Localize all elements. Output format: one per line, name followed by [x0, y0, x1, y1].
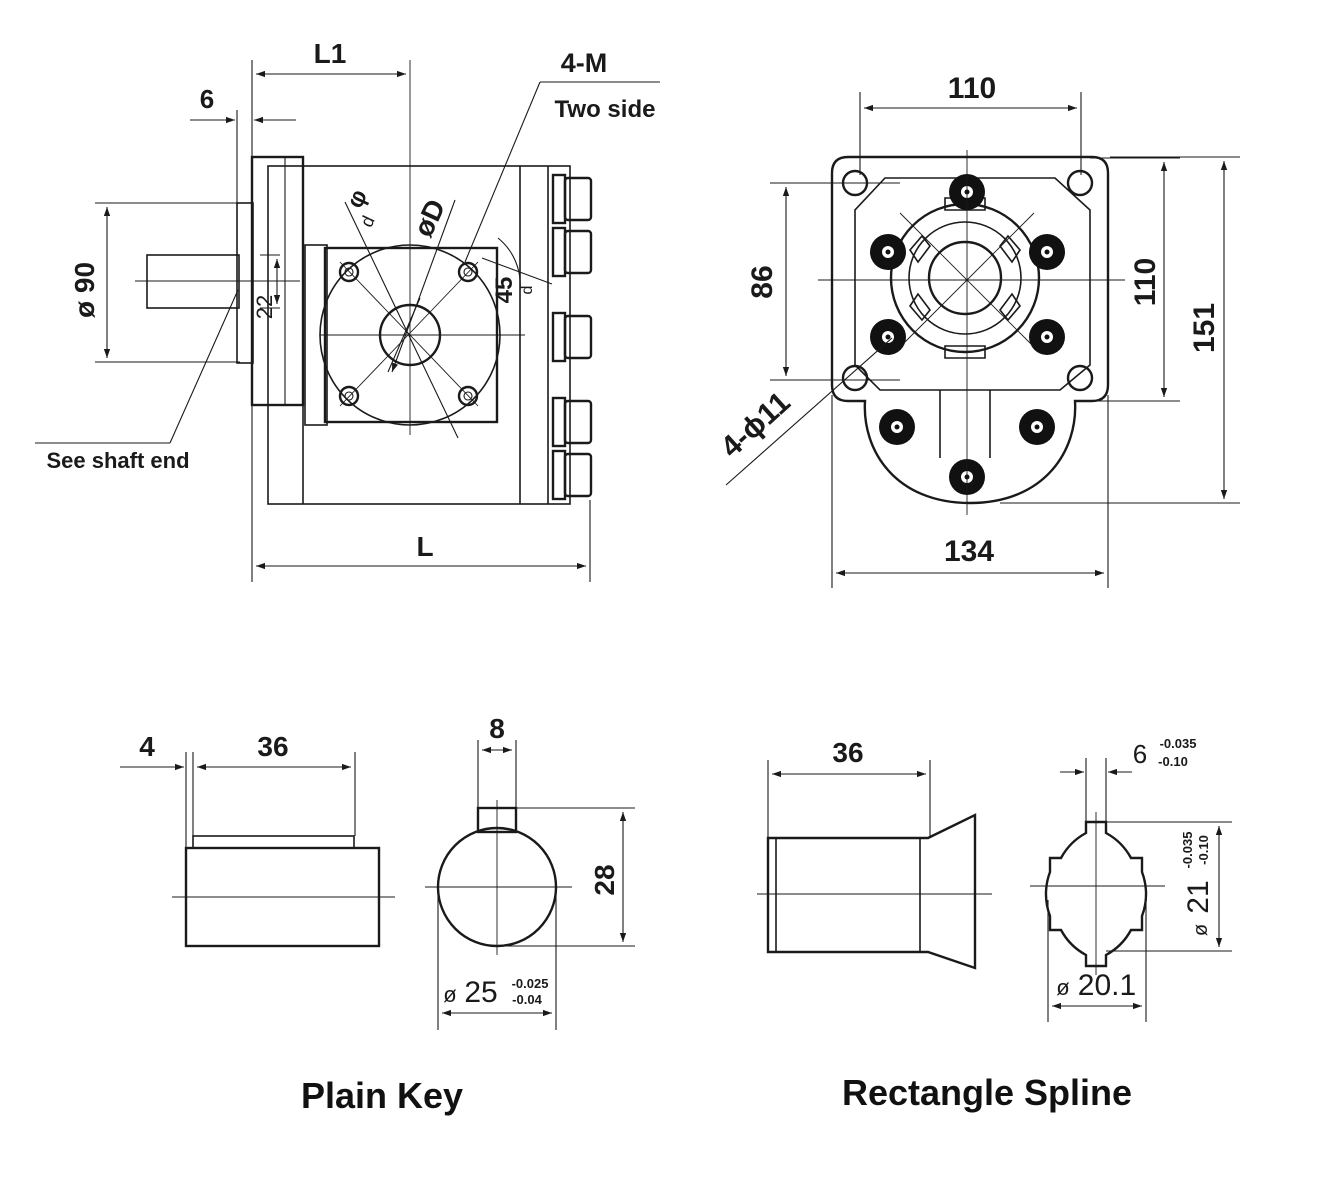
dim-8: 8	[489, 713, 505, 744]
dim-36: 36	[257, 731, 288, 762]
dim-phi: φ	[341, 185, 373, 212]
dim-d-right: d	[519, 286, 536, 295]
spline-outer-tol-lower: -0.10	[1196, 835, 1211, 865]
pump-body	[267, 165, 571, 505]
front-flange-outline	[830, 155, 1110, 505]
dim-d-small: d	[356, 213, 378, 231]
spline-outer-dia-value: 21	[1182, 880, 1215, 913]
spline-width-tol-upper: -0.035	[1160, 736, 1197, 751]
see-shaft-end-note: See shaft end	[46, 448, 189, 473]
tol-lower: -0.04	[512, 992, 542, 1007]
dim-4: 4	[139, 731, 155, 762]
two-side-note: Two side	[555, 96, 656, 123]
dim-151: 151	[1188, 303, 1221, 353]
spline-dim-36: 36	[832, 737, 863, 768]
spline-width-tol-lower: -0.10	[1158, 754, 1188, 769]
dim-22: 22	[252, 295, 277, 319]
dim-4-M: 4-M	[561, 48, 608, 78]
dia-value: 25	[464, 976, 497, 1009]
dim-45: 45	[491, 277, 518, 304]
dim-86: 86	[746, 265, 779, 298]
spline-outer-dia-symbol: ø	[1190, 924, 1212, 936]
front-bolts	[870, 174, 1065, 495]
port-bolt-holes	[338, 261, 479, 407]
rect-spline-detail: 36 6 -0.035 -0.10 ø 21 -0.035 -0.10 ø 20…	[757, 736, 1232, 1113]
plain-key-detail: 4 36 8 28 ø 25 -0.025 -0.04 Plain Key	[120, 713, 635, 1116]
side-view: L1 6 4-M Two side φ d øD 45 d ø 90 22 Se…	[35, 38, 660, 582]
spline-outer-tol-upper: -0.035	[1180, 832, 1195, 869]
dim-6: 6	[200, 84, 214, 114]
dim-28: 28	[589, 864, 620, 895]
rect-spline-caption: Rectangle Spline	[842, 1072, 1132, 1113]
port-bolts	[551, 173, 593, 501]
front-view: 110 86 110 151 4-ϕ11 134	[715, 72, 1240, 588]
dim-phi-90: ø 90	[69, 262, 100, 318]
dim-134: 134	[944, 535, 994, 568]
dia-symbol: ø	[443, 982, 456, 1007]
spline-inner-dia-symbol: ø	[1056, 975, 1069, 1000]
dim-110-right: 110	[1129, 258, 1162, 306]
spline-shaft-side	[766, 813, 977, 970]
dim-L1: L1	[314, 38, 347, 69]
spline-width-value: 6	[1133, 739, 1147, 769]
dim-phi-D: øD	[407, 195, 451, 242]
spline-profile	[1044, 820, 1148, 968]
dim-110-top: 110	[948, 72, 996, 105]
front-port-bore	[927, 240, 1003, 316]
plain-key-caption: Plain Key	[301, 1075, 463, 1116]
tol-upper: -0.025	[512, 976, 549, 991]
shaft-outline	[146, 254, 240, 309]
dim-4-phi11: 4-ϕ11	[715, 386, 797, 465]
dim-L: L	[416, 531, 433, 562]
spline-inner-dia-value: 20.1	[1078, 969, 1136, 1002]
